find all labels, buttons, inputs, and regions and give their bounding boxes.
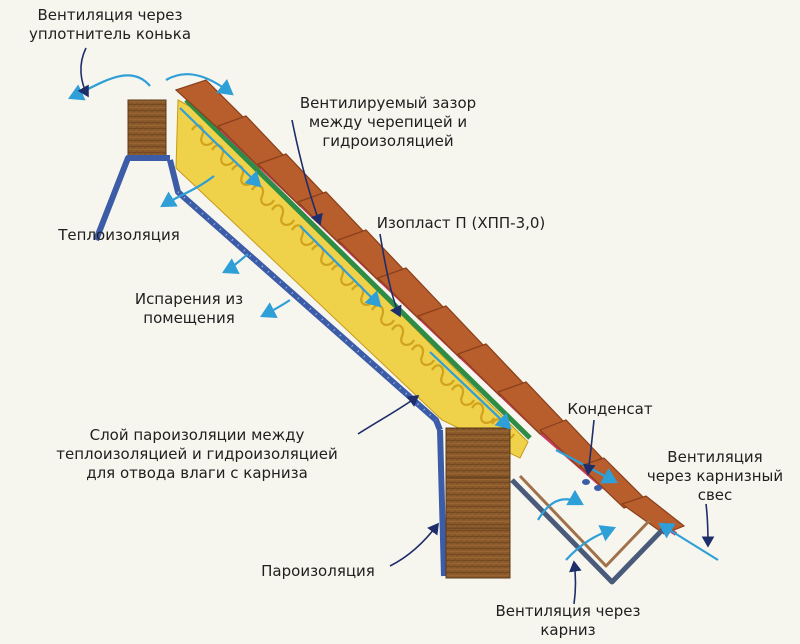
isoplast-membrane [184, 98, 532, 440]
eave-soffit [510, 478, 670, 585]
condensate-drops [582, 479, 602, 491]
label-eave-vent: Вентиляция через карниз [495, 602, 641, 639]
label-eave-overhang-vent: Вентиляция через карнизный свес [646, 448, 784, 504]
left-slope-vapor-barrier [93, 155, 170, 242]
vapor-barrier-wall [437, 429, 447, 577]
label-vapor-barrier: Пароизоляция [261, 562, 375, 580]
vapor-barrier-strip [167, 159, 443, 432]
label-insulation: Теплоизоляция [58, 226, 180, 244]
label-isoplast: Изопласт П (ХПП-3,0) [376, 214, 546, 232]
label-condensate: Конденсат [567, 400, 653, 418]
label-evaporation: Испарения из помещения [134, 290, 244, 327]
label-ridge-vent: Вентиляция через уплотнитель конька [28, 6, 192, 43]
label-vapor-layer: Слой пароизоляции между теплоизоляцией и… [56, 426, 338, 482]
leader-lines [77, 47, 715, 605]
ridge-beam [127, 99, 167, 161]
insulation-waves [191, 124, 515, 440]
airflow-arrows [68, 73, 719, 561]
wall [445, 427, 511, 579]
label-vent-gap: Вентилируемый зазор между черепицей и ги… [299, 94, 477, 150]
